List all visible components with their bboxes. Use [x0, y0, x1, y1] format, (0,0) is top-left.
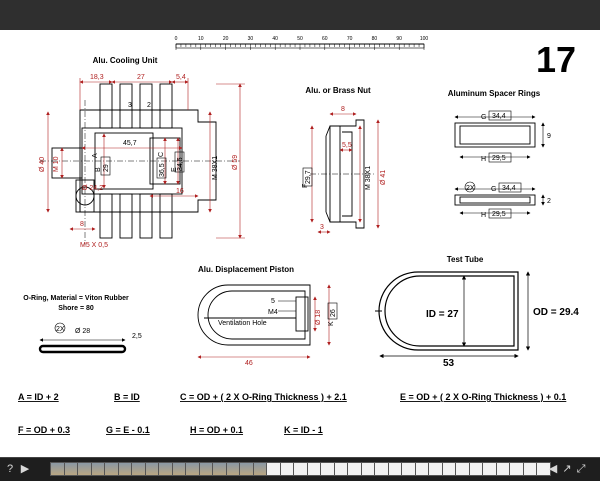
nut-title: Alu. or Brass Nut — [305, 86, 371, 95]
piston-title: Alu. Displacement Piston — [198, 265, 294, 274]
nut-drawing: Alu. or Brass Nut 8 5,5 F 29,7 M 38X1 Ø … — [302, 86, 387, 234]
ruler-label: 50 — [297, 36, 303, 42]
dim-dia59: Ø 59 — [232, 155, 239, 170]
nut-dim-dia41: Ø 41 — [380, 170, 387, 185]
nut-dim-5-5: 5,5 — [342, 142, 352, 149]
formula-e: E = OD + ( 2 X O-Ring Thickness ) + 0.1 — [400, 392, 566, 402]
ruler-label: 60 — [322, 36, 328, 42]
spacer-h1: H — [481, 156, 486, 163]
nut-dim-3: 3 — [320, 224, 324, 231]
dim-16: 16 — [176, 188, 184, 195]
ruler-label: 70 — [347, 36, 353, 42]
dim-45-7: 45,7 — [123, 140, 137, 147]
dim-dia40: Ø 40 — [39, 157, 46, 172]
spacer-29-5-b: 29,5 — [492, 211, 506, 218]
share-icon[interactable]: ↗ — [562, 463, 572, 475]
nut-dim-29-7: 29,7 — [305, 170, 312, 184]
spacer-2: 2 — [547, 198, 551, 205]
o-ring-drawing: O-Ring, Material = Viton Rubber Shore = … — [23, 295, 142, 354]
help-glyph: ? — [6, 463, 14, 475]
previous-icon[interactable]: ◀ — [548, 463, 558, 475]
cooling-unit-drawing: Alu. Cooling Unit — [39, 56, 245, 249]
play-icon[interactable]: ▶ — [20, 463, 30, 475]
dim-5-4: 5,4 — [176, 74, 186, 81]
spacer-h2: H — [481, 212, 486, 219]
formula-list: A = ID + 2 B = ID C = OD + ( 2 X O-Ring … — [18, 392, 566, 435]
ruler-label: 90 — [396, 36, 402, 42]
ruler-label: 10 — [198, 36, 204, 42]
dim-34-5: 34,5 — [177, 157, 184, 171]
test-tube-id: ID = 27 — [426, 309, 459, 320]
dim-8: 8 — [80, 221, 84, 228]
dim-m10: M 10 — [53, 156, 60, 172]
oring-title-2: Shore = 80 — [58, 305, 94, 312]
piston-dim-46: 46 — [245, 360, 253, 367]
formula-f: F = OD + 0.3 — [18, 425, 70, 435]
formula-c: C = OD + ( 2 X O-Ring Thickness ) + 2.1 — [180, 392, 347, 402]
technical-drawing: 17 0 10 20 30 40 50 60 70 80 90 100 Alu. Cooling U… — [18, 36, 579, 435]
ruler-label: 30 — [248, 36, 254, 42]
label-a: A — [92, 153, 99, 158]
spacer-2x: 2X — [466, 185, 475, 192]
oring-2-5: 2,5 — [132, 333, 142, 340]
cooling-unit-title: Alu. Cooling Unit — [93, 56, 158, 65]
viewer-top-bar — [0, 0, 600, 30]
ruler-label: 40 — [272, 36, 278, 42]
formula-g: G = E - 0.1 — [106, 425, 150, 435]
nut-dim-8: 8 — [341, 106, 345, 113]
spacer-34-4-a: 34,4 — [492, 113, 506, 120]
test-tube-drawing: Test Tube ID = 27 OD = 29.4 53 — [375, 255, 579, 369]
formula-a: A = ID + 2 — [18, 392, 59, 402]
piston-dim-26: 26 — [330, 309, 337, 317]
oring-dia28: Ø 28 — [75, 328, 90, 335]
oring-2x: 2X — [56, 326, 65, 333]
test-tube-od: OD = 29.4 — [533, 307, 579, 318]
spacer-g1: G — [481, 114, 486, 121]
dim-29: 29 — [103, 164, 110, 172]
viewer-bottom-bar: ? ▶ ◀ ↗ ⤢ — [0, 457, 600, 481]
spacer-9: 9 — [547, 133, 551, 140]
dim-3: 3 — [128, 102, 132, 109]
label-e: E — [171, 167, 178, 172]
drawing-sheet: 17 0 10 20 30 40 50 60 70 80 90 100 Alu. Cooling U… — [0, 30, 600, 457]
label-b: B — [95, 167, 102, 172]
label-c: C — [158, 152, 165, 157]
dim-27: 27 — [137, 74, 145, 81]
dim-36-5: 36,5 — [159, 163, 166, 177]
ruler-label: 80 — [372, 36, 378, 42]
dim-thread: M5 X 0,5 — [80, 242, 108, 249]
piston-dim-5: 5 — [271, 298, 275, 305]
spacer-29-5-a: 29,5 — [492, 155, 506, 162]
help-icon[interactable]: ? — [3, 461, 17, 477]
formula-h: H = OD + 0.1 — [190, 425, 243, 435]
formula-b: B = ID — [114, 392, 140, 402]
piston-dim-m4: M4 — [268, 309, 278, 316]
piston-label-k: K — [328, 321, 335, 326]
test-tube-length: 53 — [443, 358, 455, 369]
scale-ruler: 0 10 20 30 40 50 60 70 80 90 100 — [175, 36, 429, 50]
dim-18-3: 18,3 — [90, 74, 104, 81]
test-tube-title: Test Tube — [447, 255, 484, 264]
nut-dim-m38: M 38X1 — [365, 166, 372, 190]
ruler-label: 20 — [223, 36, 229, 42]
spacer-34-4-b: 34,4 — [502, 185, 516, 192]
piston-drawing: Alu. Displacement Piston 5 M4 Ventilatio… — [197, 265, 338, 367]
piston-ventilation-hole: Ventilation Hole — [218, 320, 267, 327]
ruler-label: 0 — [175, 36, 178, 42]
page-number: 17 — [536, 39, 576, 80]
oring-title-1: O-Ring, Material = Viton Rubber — [23, 295, 129, 302]
spacer-g2: G — [491, 186, 496, 193]
slide-thumbnail[interactable] — [536, 462, 551, 476]
dim-m38: M 38X1 — [212, 156, 219, 180]
spacer-rings-drawing: Aluminum Spacer Rings G 34,4 9 H 29,5 2X… — [448, 89, 551, 219]
spacer-title: Aluminum Spacer Rings — [448, 89, 541, 98]
formula-k: K = ID - 1 — [284, 425, 323, 435]
fullscreen-icon[interactable]: ⤢ — [576, 463, 586, 475]
ruler-label: 100 — [420, 36, 429, 42]
dim-2: 2 — [147, 102, 151, 109]
dim-dia24-2: Ø 24,2 — [82, 185, 103, 192]
piston-dim-dia18: Ø 18 — [315, 310, 322, 325]
